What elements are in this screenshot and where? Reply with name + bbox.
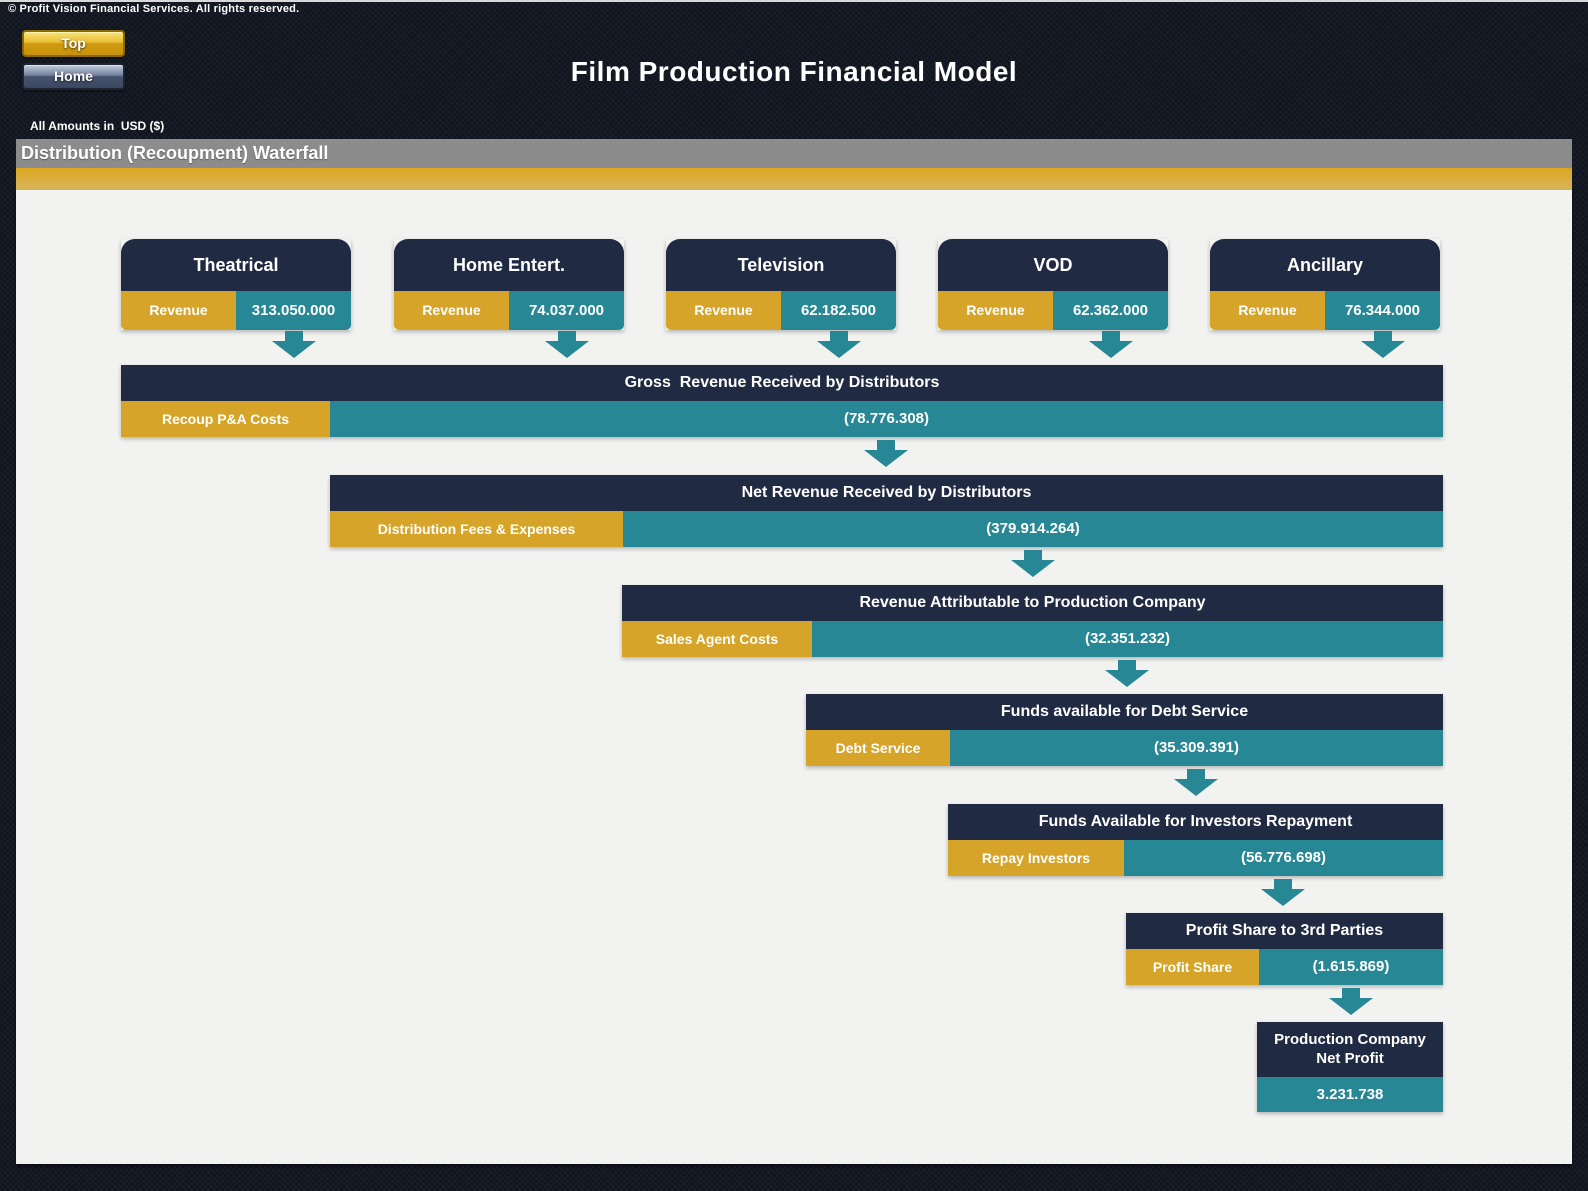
deduction-label: Profit Share: [1126, 949, 1259, 985]
deduction-value: (35.309.391): [950, 730, 1443, 766]
page-title: Film Production Financial Model: [570, 56, 1018, 87]
deduction-value: (1.615.869): [1259, 949, 1443, 985]
bar-title: Funds available for Debt Service: [806, 694, 1443, 730]
net-profit-box: Production Company Net Profit 3.231.738: [1257, 1022, 1443, 1112]
down-arrow-icon: [1329, 988, 1373, 1015]
content-area: [16, 190, 1572, 1164]
top-button[interactable]: Top: [22, 30, 125, 57]
down-arrow-icon: [1089, 331, 1133, 358]
waterfall-bar-profit-share: Profit Share to 3rd Parties Profit Share…: [1126, 913, 1443, 985]
window-top-border: [0, 0, 1588, 2]
revenue-value: 313.050.000: [236, 291, 351, 330]
down-arrow-icon: [545, 331, 589, 358]
revenue-box-theatrical: Theatrical Revenue 313.050.000: [121, 239, 351, 330]
revenue-box-home-entertainment: Home Entert. Revenue 74.037.000: [394, 239, 624, 330]
deduction-value: (32.351.232): [812, 621, 1443, 657]
gold-accent-bar: [16, 168, 1572, 190]
revenue-label: Revenue: [394, 291, 509, 330]
section-header: Distribution (Recoupment) Waterfall: [16, 139, 1572, 168]
down-arrow-icon: [1174, 769, 1218, 796]
bar-title: Funds Available for Investors Repayment: [948, 804, 1443, 840]
net-profit-title: Production Company Net Profit: [1257, 1022, 1443, 1077]
copyright-text: © Profit Vision Financial Services. All …: [8, 3, 300, 15]
deduction-value: (379.914.264): [623, 511, 1443, 547]
waterfall-bar-investor-repayment-funds: Funds Available for Investors Repayment …: [948, 804, 1443, 876]
deduction-label: Recoup P&A Costs: [121, 401, 330, 437]
bar-title: Net Revenue Received by Distributors: [330, 475, 1443, 511]
revenue-label: Revenue: [121, 291, 236, 330]
revenue-value: 62.362.000: [1053, 291, 1168, 330]
revenue-box-television: Television Revenue 62.182.500: [666, 239, 896, 330]
revenue-box-vod: VOD Revenue 62.362.000: [938, 239, 1168, 330]
net-profit-value: 3.231.738: [1257, 1077, 1443, 1112]
revenue-label: Revenue: [1210, 291, 1325, 330]
revenue-box-title: VOD: [938, 239, 1168, 291]
deduction-value: (78.776.308): [330, 401, 1443, 437]
deduction-label: Distribution Fees & Expenses: [330, 511, 623, 547]
waterfall-bar-net-revenue: Net Revenue Received by Distributors Dis…: [330, 475, 1443, 547]
down-arrow-icon: [817, 331, 861, 358]
revenue-value: 74.037.000: [509, 291, 624, 330]
down-arrow-icon: [864, 440, 908, 467]
revenue-value: 62.182.500: [781, 291, 896, 330]
revenue-box-title: Ancillary: [1210, 239, 1440, 291]
waterfall-bar-debt-service-funds: Funds available for Debt Service Debt Se…: [806, 694, 1443, 766]
bar-title: Gross Revenue Received by Distributors: [121, 365, 1443, 401]
down-arrow-icon: [272, 331, 316, 358]
currency-note: All Amounts in USD ($): [30, 119, 165, 133]
deduction-label: Debt Service: [806, 730, 950, 766]
revenue-label: Revenue: [938, 291, 1053, 330]
down-arrow-icon: [1105, 660, 1149, 687]
waterfall-bar-gross-revenue: Gross Revenue Received by Distributors R…: [121, 365, 1443, 437]
down-arrow-icon: [1261, 879, 1305, 906]
section-title: Distribution (Recoupment) Waterfall: [21, 143, 329, 163]
revenue-label: Revenue: [666, 291, 781, 330]
deduction-value: (56.776.698): [1124, 840, 1443, 876]
waterfall-bar-production-company-revenue: Revenue Attributable to Production Compa…: [622, 585, 1443, 657]
bar-title: Profit Share to 3rd Parties: [1126, 913, 1443, 949]
revenue-box-ancillary: Ancillary Revenue 76.344.000: [1210, 239, 1440, 330]
down-arrow-icon: [1011, 550, 1055, 577]
home-button[interactable]: Home: [22, 63, 125, 90]
revenue-box-title: Television: [666, 239, 896, 291]
deduction-label: Repay Investors: [948, 840, 1124, 876]
down-arrow-icon: [1361, 331, 1405, 358]
deduction-label: Sales Agent Costs: [622, 621, 812, 657]
revenue-box-title: Home Entert.: [394, 239, 624, 291]
revenue-box-title: Theatrical: [121, 239, 351, 291]
revenue-value: 76.344.000: [1325, 291, 1440, 330]
bar-title: Revenue Attributable to Production Compa…: [622, 585, 1443, 621]
